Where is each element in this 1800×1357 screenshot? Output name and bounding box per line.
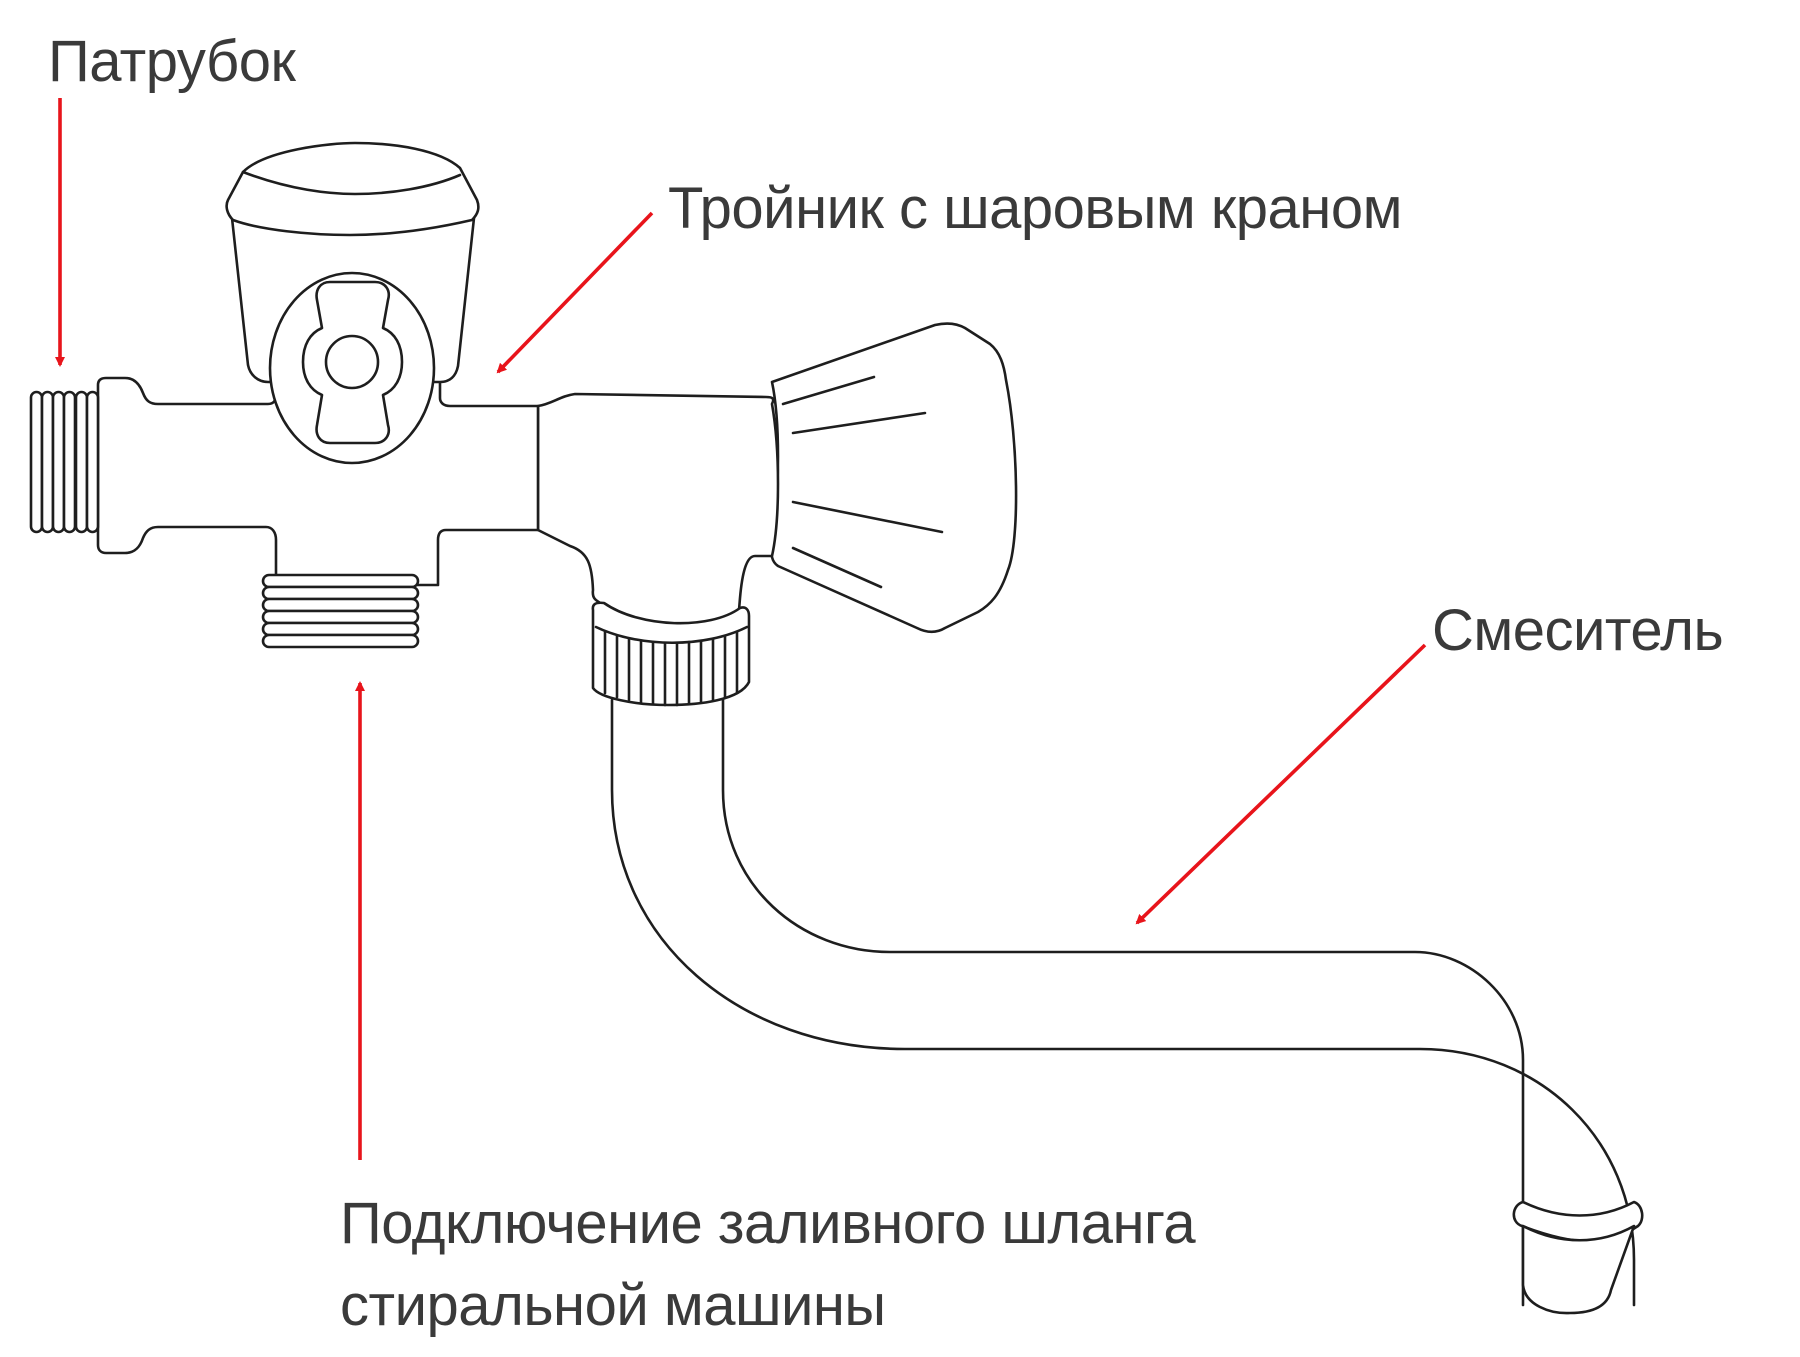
nut-body (591, 601, 751, 707)
ball-valve (225, 141, 480, 465)
handle-groove-4 (791, 546, 883, 589)
mixer-valve-body (536, 392, 780, 631)
label-hose-connection-line1: Подключение заливного шланга (340, 1191, 1196, 1256)
mixer-spout (610, 698, 1644, 1315)
tee-body (29, 376, 540, 649)
label-patrubok: Патрубок (48, 29, 296, 94)
valve-cap-seam (241, 170, 462, 196)
bottom-thread (261, 573, 420, 649)
spout-inner-curve (721, 698, 1525, 1307)
arrow-mixer (1135, 643, 1427, 925)
nozzle-tip (1521, 1224, 1636, 1315)
nut-ridges (603, 630, 739, 707)
knurled-nut (591, 601, 751, 707)
label-tee-ball-valve: Тройник с шаровым краном (668, 176, 1402, 241)
valve-lever-hub (324, 334, 380, 390)
nut-rim (594, 625, 749, 644)
valve-body (536, 392, 780, 631)
nozzle-ring (1512, 1200, 1644, 1243)
handle-groove-2 (791, 411, 927, 435)
left-thread (29, 390, 100, 534)
tee-main-body (96, 376, 540, 587)
handle-body (769, 322, 1018, 634)
valve-cap-top (225, 141, 480, 237)
callout-arrows (55, 98, 1427, 1160)
mixer-handle (769, 322, 1018, 634)
label-mixer: Смеситель (1432, 598, 1723, 663)
handle-groove-3 (791, 500, 944, 534)
handle-groove-1 (781, 375, 876, 406)
label-hose-connection-line2: стиральной машины (340, 1273, 886, 1338)
spout-outer-curve (610, 698, 1636, 1307)
arrow-tee (496, 211, 654, 374)
